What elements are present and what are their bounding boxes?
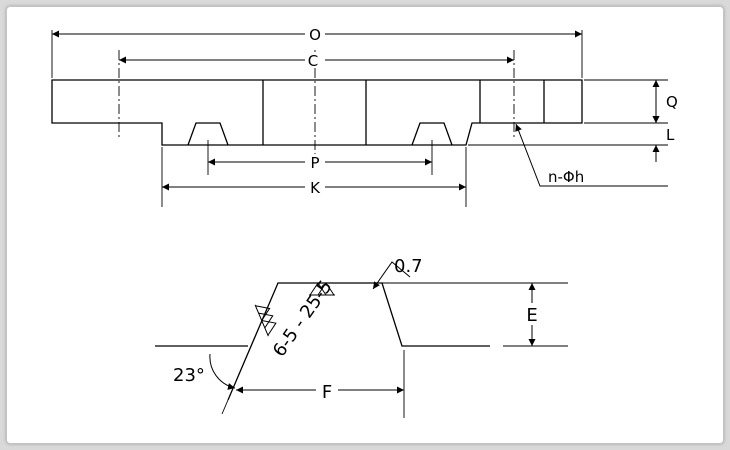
finish-symbol-top: [309, 282, 335, 296]
finish-symbol-flank: [254, 304, 277, 337]
label-E: E: [526, 305, 537, 326]
flange-centerlines: [118, 50, 515, 155]
label-L: L: [666, 126, 675, 144]
surface-finish-symbols: [254, 282, 335, 337]
label-K: K: [310, 179, 321, 197]
label-Q: Q: [666, 93, 678, 111]
groove-dimensions: [209, 261, 536, 394]
flange-section: [51, 79, 583, 146]
flange-outline: [51, 79, 583, 146]
groove-profile: [227, 282, 490, 401]
ring-groove-left: [187, 122, 229, 146]
label-bolt-hole: n-Φh: [548, 168, 584, 186]
label-flank-finish: 6-5 - 25-5: [269, 277, 337, 361]
groove-aux-lines: [221, 282, 568, 418]
label-O: O: [309, 26, 321, 44]
flange-dimension-lines: [52, 30, 668, 191]
label-angle: 23°: [173, 365, 205, 386]
flange-extension-lines: [51, 30, 668, 207]
leader-roughness: [372, 261, 411, 290]
groove-labels: 0.7 6-5 - 25-5 23° F E: [173, 256, 542, 403]
label-P: P: [310, 154, 319, 172]
angle-arc: [209, 353, 236, 390]
drawing-frame: [6, 6, 724, 444]
ring-groove-right: [411, 122, 453, 146]
label-C: C: [308, 52, 318, 70]
label-roughness-value: 0.7: [394, 256, 423, 277]
label-F: F: [322, 382, 332, 403]
leader-bolt-hole: [515, 123, 668, 187]
flange-labels: O C P K Q L n-Φh: [305, 26, 678, 197]
